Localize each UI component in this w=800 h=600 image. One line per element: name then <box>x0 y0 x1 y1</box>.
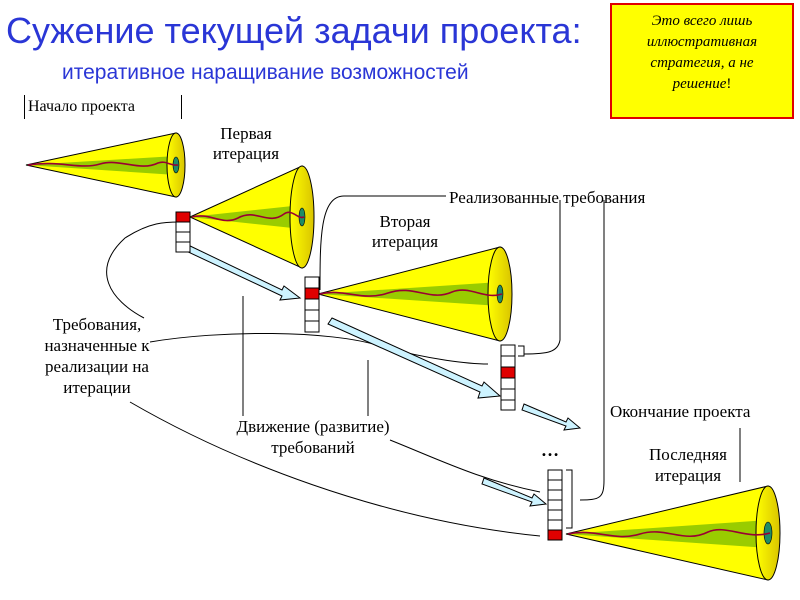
note-line: иллюстративная <box>646 34 758 50</box>
first-iteration-label: Первая итерация <box>212 124 280 163</box>
movement-arrow-4 <box>481 477 548 507</box>
movement-arrow-1 <box>183 243 302 301</box>
note-line: Это всего лишь <box>651 13 753 29</box>
requirement-stack-2 <box>304 276 320 333</box>
note-end: ! <box>726 76 732 92</box>
start-label-frame <box>24 95 182 119</box>
connector-lines <box>106 195 741 537</box>
page-title: Сужение текущей задачи проекта: <box>6 10 582 51</box>
project-end-label: Окончание проекта <box>610 402 751 421</box>
project-start-label: Начало проекта <box>28 98 135 115</box>
note-emphasis: решение <box>672 76 727 92</box>
cone-last-iteration <box>565 485 781 581</box>
implemented-requirements-label: Реализованные требования <box>449 188 646 207</box>
second-iteration-label: Вторая итерация <box>371 212 439 251</box>
movement-arrow-2 <box>327 317 502 399</box>
cone-iteration-1 <box>188 165 315 269</box>
cone-iteration-2 <box>316 246 513 342</box>
implemented-brackets <box>518 345 573 529</box>
page-subtitle: итеративное наращивание возможностей <box>62 61 469 84</box>
disclaimer-note: Это всего лишь иллюстративная стратегия,… <box>610 3 794 119</box>
requirement-stack-1 <box>175 211 191 253</box>
assigned-requirements-label: Требования, назначенные к реализации на … <box>44 315 150 397</box>
cone-start <box>25 132 186 198</box>
ellipsis-mark: … <box>541 440 559 460</box>
requirements-movement-label: Движение (развитие) требований <box>236 417 390 457</box>
note-line: решение! <box>618 74 786 95</box>
requirement-stack-4 <box>547 469 563 541</box>
movement-arrows <box>183 243 582 507</box>
requirement-stack-3 <box>500 344 516 411</box>
movement-arrow-3 <box>521 403 582 431</box>
last-iteration-label: Последняя итерация <box>649 445 727 485</box>
note-line: стратегия, а не <box>650 55 754 71</box>
